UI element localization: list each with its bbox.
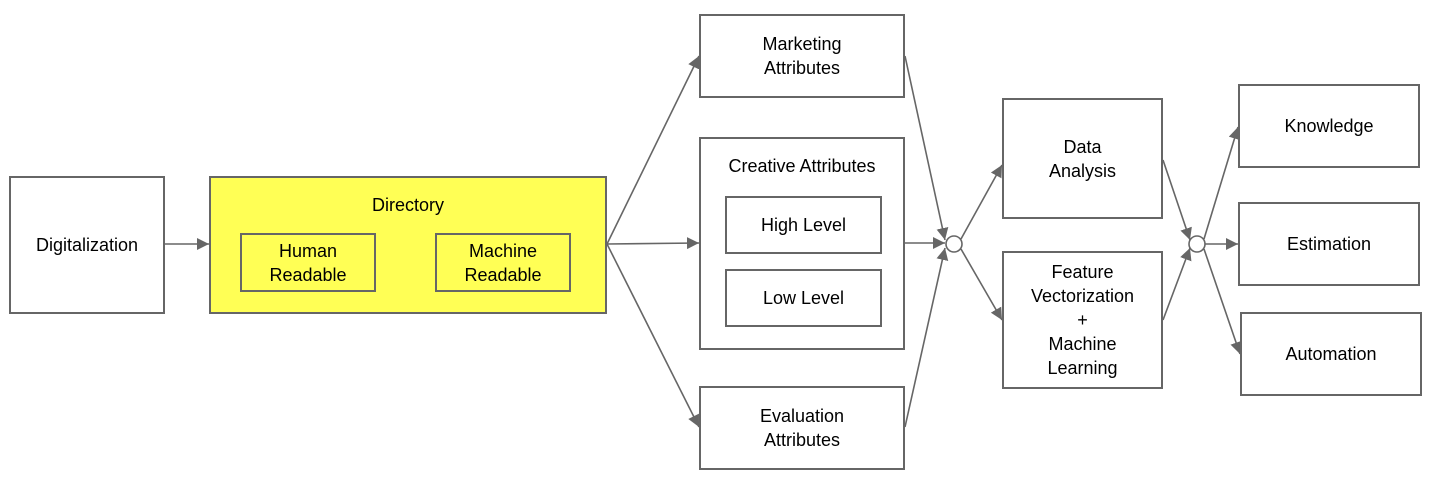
- node-high-level-label: High Level: [760, 215, 847, 235]
- node-machine-readable-label: Machine Readable: [464, 240, 542, 285]
- edge-merge-feature: [960, 248, 1003, 321]
- node-estimation-label: Estimation: [1286, 234, 1372, 254]
- node-directory-title: Directory: [371, 195, 444, 215]
- node-knowledge-label: Knowledge: [1284, 116, 1374, 136]
- node-marketing-attributes: Marketing Attributes: [699, 14, 905, 98]
- node-digitalization-label: Digitalization: [35, 235, 139, 255]
- edge-directory-evaluation: [606, 243, 700, 428]
- junction-merge-attributes: [945, 235, 963, 253]
- node-machine-readable: Machine Readable: [435, 233, 571, 292]
- node-human-readable: Human Readable: [240, 233, 376, 292]
- node-marketing-attributes-label: Marketing Attributes: [762, 34, 842, 78]
- edge-merge2-knowledge: [1203, 126, 1241, 240]
- node-automation-label: Automation: [1285, 344, 1377, 364]
- edge-directory-creative: [606, 237, 700, 250]
- node-high-level: High Level: [725, 196, 882, 254]
- node-evaluation-attributes: Evaluation Attributes: [699, 386, 905, 470]
- edge-directory-marketing: [606, 55, 700, 245]
- node-digitalization: Digitalization: [9, 176, 165, 314]
- node-automation: Automation: [1240, 312, 1422, 396]
- node-low-level-label: Low Level: [762, 288, 845, 308]
- edge-merge2-automation: [1203, 248, 1242, 355]
- node-evaluation-attributes-label: Evaluation Attributes: [759, 406, 845, 450]
- node-feature-vectorization-label: Feature Vectorization + Machine Learning: [1030, 262, 1135, 378]
- node-data-analysis: Data Analysis: [1002, 98, 1163, 219]
- edge-feature-merge2: [1162, 247, 1192, 321]
- node-feature-vectorization: Feature Vectorization + Machine Learning: [1002, 251, 1163, 389]
- edge-evaluation-merge: [904, 247, 949, 428]
- edge-data-analysis-merge2: [1162, 159, 1192, 241]
- node-human-readable-label: Human Readable: [269, 240, 347, 285]
- node-knowledge: Knowledge: [1238, 84, 1420, 168]
- node-creative-attributes-title: Creative Attributes: [728, 156, 876, 176]
- node-data-analysis-label: Data Analysis: [1048, 136, 1117, 181]
- junction-merge-analysis: [1188, 235, 1206, 253]
- node-estimation: Estimation: [1238, 202, 1420, 286]
- node-low-level: Low Level: [725, 269, 882, 327]
- edge-merge-data-analysis: [960, 164, 1003, 240]
- edge-marketing-merge: [904, 55, 949, 241]
